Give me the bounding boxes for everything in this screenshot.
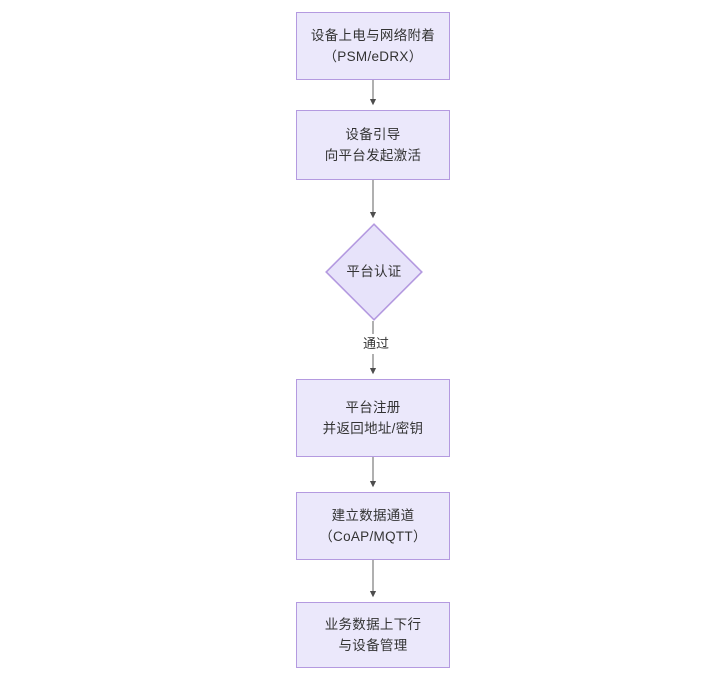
node-device-power-on[interactable]: 设备上电与网络附着 （PSM/eDRX） <box>296 12 450 80</box>
node-line: 并返回地址/密钥 <box>322 421 424 436</box>
node-line: 向平台发起激活 <box>324 148 422 163</box>
node-line: 平台注册 <box>345 400 401 415</box>
node-platform-register[interactable]: 平台注册 并返回地址/密钥 <box>296 379 450 457</box>
diamond-shape-icon <box>325 223 423 321</box>
node-line: 设备上电与网络附着 <box>310 28 436 43</box>
node-line: （CoAP/MQTT） <box>319 529 427 544</box>
node-line: （PSM/eDRX） <box>323 49 423 64</box>
node-business-data-and-device-management[interactable]: 业务数据上下行 与设备管理 <box>296 602 450 668</box>
node-line: 平台认证 <box>346 264 402 279</box>
node-line: 业务数据上下行 <box>324 617 422 632</box>
node-line: 设备引导 <box>345 127 401 142</box>
node-platform-auth-decision[interactable]: 平台认证 <box>325 223 423 321</box>
edge-label-pass: 通过 <box>351 334 401 354</box>
edge-label-text: 通过 <box>362 336 389 351</box>
node-line: 建立数据通道 <box>331 508 415 523</box>
node-establish-data-channel[interactable]: 建立数据通道 （CoAP/MQTT） <box>296 492 450 560</box>
node-device-bootstrap[interactable]: 设备引导 向平台发起激活 <box>296 110 450 180</box>
node-line: 与设备管理 <box>338 638 408 653</box>
